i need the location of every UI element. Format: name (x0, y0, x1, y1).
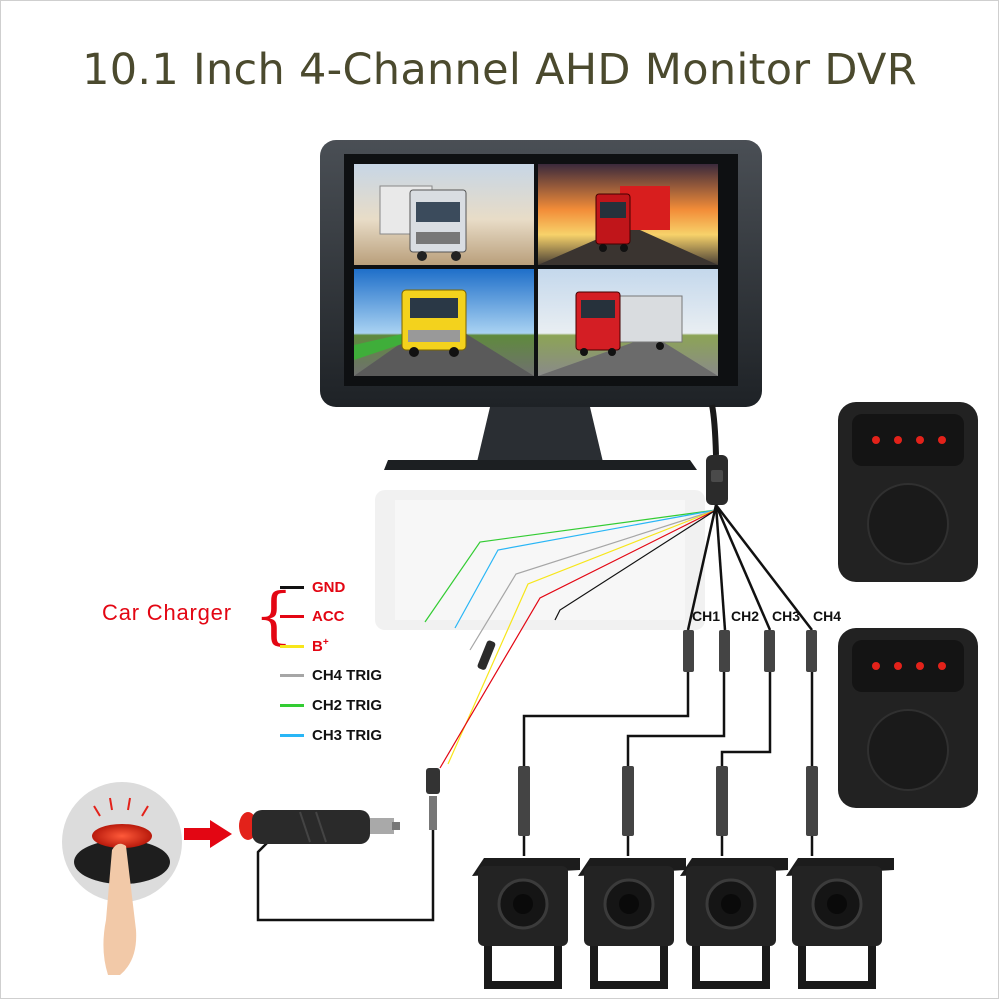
channel-connectors-top (683, 630, 817, 672)
ch2-trig-label: CH2 TRIG (312, 696, 383, 714)
red-arrow (184, 820, 232, 848)
legend-gnd: GND (280, 577, 345, 597)
channel-label-ch3: CH3 (772, 608, 801, 624)
screen-view-4 (538, 269, 718, 376)
power-button-illustration (62, 782, 182, 975)
bplus-swatch (280, 644, 304, 648)
camera-1 (472, 858, 580, 989)
acc-swatch (280, 614, 304, 618)
screen-view-2 (538, 164, 718, 265)
legend-bplus: B+ (280, 636, 329, 656)
legend-ch3-trig: CH3 TRIG (280, 725, 382, 745)
speaker-2 (838, 628, 978, 808)
ch4-trig-swatch (280, 673, 304, 677)
camera-4 (786, 858, 894, 989)
ch3-trig-swatch (280, 733, 304, 737)
screen-view-3 (354, 269, 534, 376)
channel-label-ch1: CH1 (692, 608, 721, 624)
monitor-reflection (375, 490, 705, 630)
ch3-trig-label: CH3 TRIG (312, 726, 383, 744)
acc-label: ACC (312, 607, 345, 625)
camera-2 (578, 858, 686, 989)
channel-label-ch4: CH4 (813, 608, 842, 624)
extension-cables (522, 672, 814, 766)
speaker-1 (838, 402, 978, 582)
legend-ch4-trig: CH4 TRIG (280, 665, 382, 685)
inline-fuse (477, 640, 496, 670)
legend-ch2-trig: CH2 TRIG (280, 695, 382, 715)
camera-3 (680, 858, 788, 989)
ch2-trig-swatch (280, 703, 304, 707)
gnd-swatch (280, 585, 304, 589)
channel-cables (686, 504, 813, 631)
fan-wires (424, 509, 717, 769)
channel-label-ch2: CH2 (731, 608, 760, 624)
gnd-label: GND (312, 578, 346, 596)
charger-connector (256, 768, 440, 922)
page-title: 10.1 Inch 4-Channel AHD Monitor DVR (82, 45, 917, 95)
car-charger-label: Car Charger (102, 600, 232, 625)
ch4-trig-label: CH4 TRIG (312, 666, 383, 684)
bplus-label: B+ (312, 637, 329, 655)
monitor-cable (706, 404, 728, 505)
cigarette-plug (239, 810, 400, 844)
camera-connectors (518, 766, 818, 856)
legend-acc: ACC (280, 606, 345, 626)
screen-view-1 (354, 164, 534, 265)
